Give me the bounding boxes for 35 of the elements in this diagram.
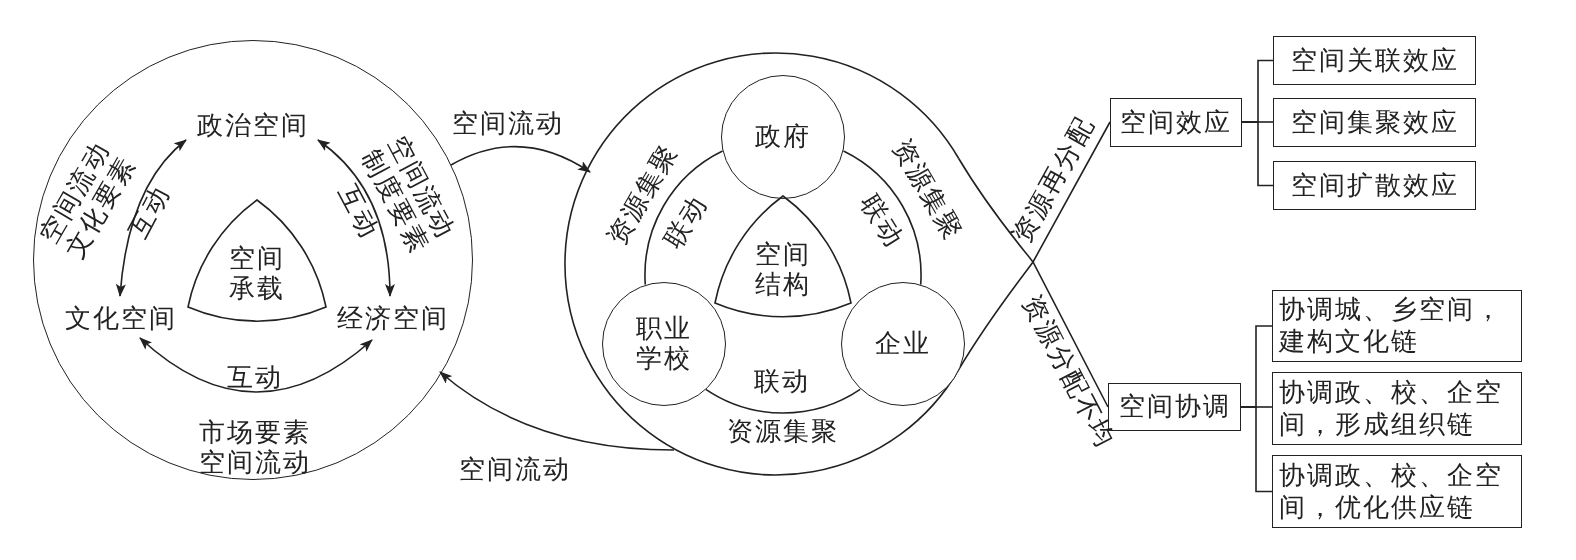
arrow — [439, 371, 675, 451]
edge-label: 空间流动 — [459, 455, 571, 485]
double-arrow — [116, 139, 187, 297]
edge-label: 联动 — [754, 367, 810, 397]
arrow — [450, 145, 591, 173]
text-box: 协调政、校、企空间，优化供应链 — [1272, 455, 1522, 528]
rounded-triangle: 空间结构 — [714, 195, 852, 319]
rounded-triangle: 空间承载 — [187, 199, 327, 323]
edge-label: 联动 — [658, 190, 714, 254]
text-box: 空间集聚效应 — [1273, 98, 1476, 147]
connector-line — [705, 388, 861, 414]
ring-label: 资源集聚 — [727, 417, 839, 447]
circle-node: 企业 — [840, 282, 965, 406]
edge-label: 互动 — [227, 363, 283, 393]
text-box: 空间扩散效应 — [1273, 161, 1476, 210]
text-box: 协调政、校、企空间，形成组织链 — [1272, 372, 1522, 445]
connector-line — [957, 157, 1109, 408]
connector-line — [644, 150, 724, 286]
text-box: 协调城、乡空间，建构文化链 — [1272, 290, 1522, 362]
concept-label: 政治空间 — [189, 108, 317, 144]
concept-label: 经济空间 — [329, 301, 457, 337]
text-box: 空间关联效应 — [1273, 36, 1476, 85]
circle-node: 职业学校 — [601, 282, 726, 406]
connector-line — [842, 150, 922, 286]
connector-line — [1241, 121, 1274, 187]
double-arrow — [139, 337, 373, 393]
concept-label: 文化空间 — [57, 301, 185, 337]
text-box: 空间效应 — [1110, 98, 1242, 147]
connector-line — [1240, 406, 1273, 493]
ring-label: 市场要素空间流动 — [198, 418, 312, 478]
double-arrow — [317, 139, 395, 297]
edge-label: 资源再分配 — [1006, 111, 1102, 249]
edge-label: 联动 — [854, 190, 910, 254]
circle-node: 政府 — [721, 75, 845, 199]
edge-label: 空间流动 — [452, 109, 564, 139]
